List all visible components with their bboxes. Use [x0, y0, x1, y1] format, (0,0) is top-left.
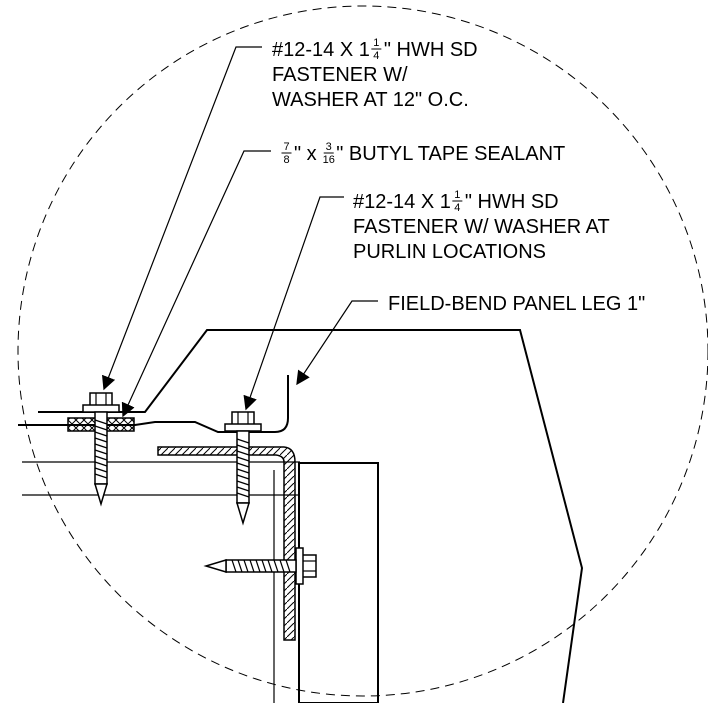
- fraction: 14: [452, 189, 463, 214]
- fraction-numerator: 3: [326, 141, 332, 153]
- callout-text: #12-14 X 1: [353, 191, 451, 213]
- callout-text: " x: [294, 143, 322, 165]
- callout-text: FIELD-BEND PANEL LEG 1": [388, 293, 645, 315]
- callout-text: #12-14 X 1: [272, 39, 370, 61]
- callout-text: FASTENER W/: [272, 64, 408, 86]
- fraction-numerator: 7: [283, 141, 289, 153]
- detail-boundary-circle: [17, 5, 708, 697]
- callout-butyl-tape-sealant: " x " BUTYL TAPE SEALANT: [294, 143, 565, 165]
- fraction-denominator: 16: [323, 154, 335, 166]
- callout-text: WASHER AT 12" O.C.: [272, 89, 469, 111]
- callout-text: FASTENER W/ WASHER AT: [353, 216, 610, 238]
- clip-angle: [157, 446, 296, 641]
- fraction-denominator: 4: [373, 50, 379, 62]
- callout-text: " HWH SD: [384, 39, 478, 61]
- callout-text: PURLIN LOCATIONS: [353, 241, 546, 263]
- purlin-lines: [22, 461, 300, 496]
- leader-lines: [102, 46, 378, 418]
- callout-text: " HWH SD: [465, 191, 559, 213]
- fraction: 14: [371, 37, 382, 62]
- fraction-denominator: 8: [283, 154, 289, 166]
- fraction: 78: [281, 141, 292, 166]
- fraction-numerator: 1: [373, 37, 379, 49]
- callout-field-bend-panel-leg: FIELD-BEND PANEL LEG 1": [388, 293, 645, 315]
- fastener-2: [224, 411, 262, 526]
- wall-column: [298, 462, 379, 703]
- fastener-1: [82, 392, 120, 507]
- fraction-denominator: 4: [454, 202, 460, 214]
- fraction-numerator: 1: [454, 189, 460, 201]
- fraction: 316: [323, 141, 335, 166]
- callout-fastener-12in-oc: #12-14 X 1 " HWH SD FASTENER W/WASHER AT 1…: [272, 39, 478, 111]
- callout-text: " BUTYL TAPE SEALANT: [336, 143, 565, 165]
- fastener-3: [203, 547, 317, 585]
- callout-fastener-purlin: #12-14 X 1 " HWH SD FASTENER W/ WASHER AT P…: [353, 191, 610, 263]
